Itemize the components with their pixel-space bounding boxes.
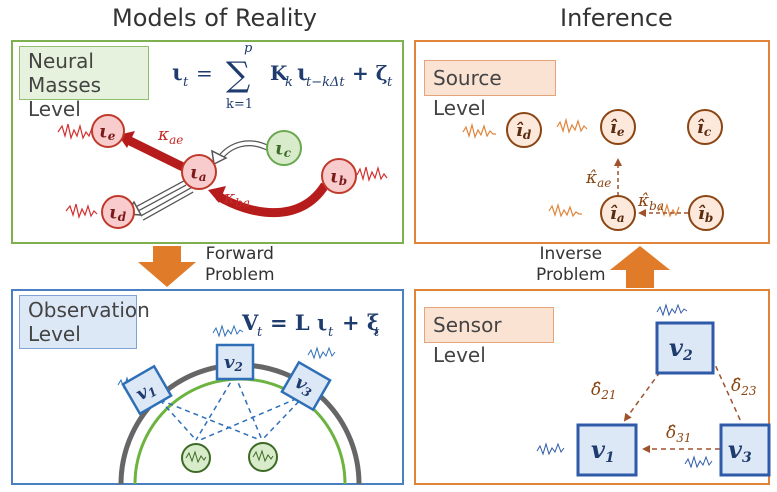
src-signal-e bbox=[556, 117, 588, 134]
source-level-panel: Source Level bbox=[414, 40, 770, 244]
sensor-level-v2: v2 bbox=[655, 321, 715, 375]
eq-iota: ι bbox=[172, 60, 183, 86]
eq-K: K bbox=[270, 61, 288, 85]
edge-b-to-a bbox=[215, 182, 329, 218]
sensor-level-label: Sensor Level bbox=[424, 307, 554, 367]
kappa-ae-label: κae bbox=[157, 125, 183, 147]
neural-node-a: ιa bbox=[181, 154, 217, 190]
sensor-level-label-text: Sensor Level bbox=[433, 313, 502, 367]
eq-sum-bottom: k=1 bbox=[226, 97, 253, 112]
neural-equation: ι t = p ∑ k=1 K k ι t−kΔt + ζ t bbox=[172, 41, 393, 112]
obs-eq-xi-sub: t bbox=[374, 325, 380, 340]
observation-label-line2: Level bbox=[28, 322, 81, 346]
sensor-level-signals bbox=[536, 303, 713, 469]
src-kappa-ae: κ̂ae bbox=[585, 168, 611, 190]
obs-eq-xi: + ξ bbox=[342, 310, 379, 335]
forward-problem-line1: Forward bbox=[205, 244, 274, 264]
obs-sensor-3: v3 bbox=[280, 360, 332, 412]
delta-23-label: δ̂23 bbox=[731, 376, 757, 398]
eq-zeta-sub: t bbox=[387, 75, 393, 90]
observation-panel: Observation Level bbox=[11, 289, 404, 485]
sensor-level-v3: v3 bbox=[719, 423, 771, 477]
signal-b bbox=[356, 165, 388, 183]
eq-K-sub: k bbox=[285, 75, 293, 90]
neural-node-e: ιe bbox=[91, 114, 125, 148]
source-node-c: îc bbox=[687, 109, 723, 145]
eq-iota2-sub: t−kΔt bbox=[306, 75, 345, 90]
brain-source-right bbox=[248, 442, 278, 472]
sensor-level-v1: v1 bbox=[576, 423, 638, 477]
delta-31-label: δ̂31 bbox=[666, 423, 692, 445]
brain-source-left bbox=[181, 443, 211, 473]
inverse-problem-label: Inverse Problem bbox=[536, 244, 606, 286]
inverse-problem-arrow bbox=[610, 246, 670, 288]
neural-node-d: ιd bbox=[101, 195, 135, 229]
obs-eq-V: V bbox=[241, 310, 259, 335]
observation-label: Observation Level bbox=[19, 295, 150, 349]
obs-sensor-2: v2 bbox=[215, 343, 255, 381]
sensor-edge-23 bbox=[711, 357, 743, 425]
inverse-problem-line2: Problem bbox=[536, 265, 606, 285]
source-node-e: îe bbox=[600, 109, 636, 145]
sensor-level-panel: Sensor Level bbox=[414, 289, 770, 485]
neural-masses-label-line1: Neural Masses bbox=[28, 49, 102, 97]
source-node-a: îa bbox=[600, 195, 636, 231]
observation-leadfield-lines bbox=[159, 374, 306, 441]
source-level-label: Source Level bbox=[424, 60, 556, 120]
sensor-edge-21 bbox=[623, 371, 661, 422]
source-node-b: îb bbox=[688, 195, 724, 231]
edge-a-to-e bbox=[126, 135, 185, 172]
obs-sensor-1: v1 bbox=[121, 364, 173, 416]
observation-equation: V t = L ι t + ξ t bbox=[241, 310, 380, 340]
obs-eq-rest: = L ι bbox=[270, 310, 327, 335]
neural-masses-panel: Neural Masses Level bbox=[11, 40, 404, 244]
eq-sum-sigma: ∑ bbox=[226, 55, 250, 95]
right-column-title: Inference bbox=[560, 4, 673, 32]
neural-masses-label-line2: Level bbox=[28, 97, 81, 121]
delta-21-label: δ̂21 bbox=[591, 380, 617, 402]
source-node-d: îd bbox=[506, 112, 542, 148]
source-signals bbox=[462, 117, 680, 218]
src-kappa-ba: κ̂ba bbox=[637, 191, 664, 213]
neural-node-b: ιb bbox=[321, 158, 357, 194]
obs-eq-V-sub: t bbox=[257, 325, 263, 340]
src-signal-d bbox=[462, 122, 496, 139]
obs-eq-rest-sub: t bbox=[328, 325, 334, 340]
left-column-title: Models of Reality bbox=[112, 4, 317, 32]
src-signal-b bbox=[657, 202, 680, 218]
eq-iota-sub: t bbox=[183, 75, 189, 90]
eq-sum-top: p bbox=[244, 41, 253, 56]
inverse-problem-line1: Inverse bbox=[539, 244, 603, 264]
forward-problem-label: Forward Problem bbox=[205, 244, 275, 286]
eq-equals: = bbox=[196, 61, 213, 85]
forward-problem-line2: Problem bbox=[205, 265, 275, 285]
kappa-ba-label: κba bbox=[223, 188, 250, 210]
source-level-label-text: Source Level bbox=[433, 66, 502, 120]
signal-d bbox=[65, 203, 98, 220]
neural-masses-label: Neural Masses Level bbox=[19, 46, 149, 121]
eq-iota2: ι bbox=[297, 60, 308, 86]
eq-zeta: + ζ bbox=[352, 61, 388, 85]
neural-node-c: ιc bbox=[266, 130, 302, 166]
src-signal-a bbox=[548, 202, 582, 218]
forward-problem-arrow bbox=[138, 246, 196, 287]
